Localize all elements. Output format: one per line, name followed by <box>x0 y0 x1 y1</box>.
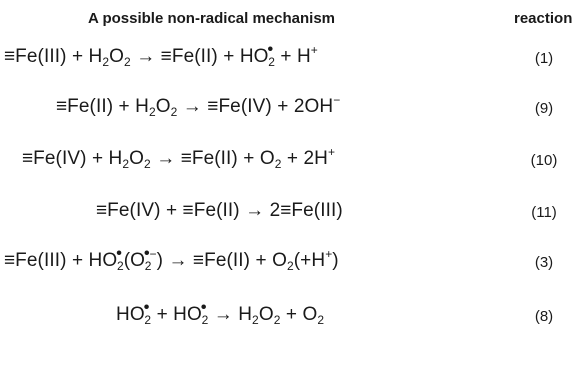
radical-dot: • <box>144 245 150 262</box>
reaction-number-1: (1) <box>534 50 554 67</box>
reaction-row-9: ≡Fe(II) + H2O2 → ≡Fe(IV) + 2OH− (9) <box>0 88 588 128</box>
table-header: A possible non-radical mechanism reactio… <box>0 4 588 30</box>
reaction-number-10: (10) <box>530 152 558 169</box>
reaction-row-11: ≡Fe(IV) + ≡Fe(II) → 2≡Fe(III) (11) <box>0 192 588 232</box>
radical-dot: • <box>200 299 207 316</box>
radical-dot: • <box>267 41 274 58</box>
mechanism-title: A possible non-radical mechanism <box>88 10 336 27</box>
reaction-number-8: (8) <box>534 308 554 325</box>
reaction-row-3: ≡Fe(III) + HO•2(O•2−) → ≡Fe(II) + O2(+H+… <box>0 242 588 282</box>
reaction-equation-1: ≡Fe(III) + H2O2 → ≡Fe(II) + HO•2 + H+ <box>4 41 318 69</box>
reaction-equation-9: ≡Fe(II) + H2O2 → ≡Fe(IV) + 2OH− <box>56 93 341 119</box>
reaction-row-1: ≡Fe(III) + H2O2 → ≡Fe(II) + HO•2 + H+ (1… <box>0 38 588 78</box>
reaction-column-header: reaction <box>514 10 573 27</box>
reaction-number-3: (3) <box>534 254 554 271</box>
reaction-row-10: ≡Fe(IV) + H2O2 → ≡Fe(II) + O2 + 2H+ (10) <box>0 140 588 180</box>
reaction-row-8: HO•2 + HO•2 → H2O2 + O2 (8) <box>0 296 588 336</box>
reaction-equation-11: ≡Fe(IV) + ≡Fe(II) → 2≡Fe(III) <box>96 200 343 221</box>
reaction-equation-8: HO•2 + HO•2 → H2O2 + O2 <box>116 299 325 327</box>
radical-dot: • <box>116 245 122 262</box>
radical-dot: • <box>143 299 150 316</box>
reaction-number-11: (11) <box>531 204 557 221</box>
reaction-equation-3: ≡Fe(III) + HO•2(O•2−) → ≡Fe(II) + O2(+H+… <box>4 245 339 273</box>
reaction-number-9: (9) <box>534 100 554 117</box>
reaction-equation-10: ≡Fe(IV) + H2O2 → ≡Fe(II) + O2 + 2H+ <box>22 145 336 171</box>
